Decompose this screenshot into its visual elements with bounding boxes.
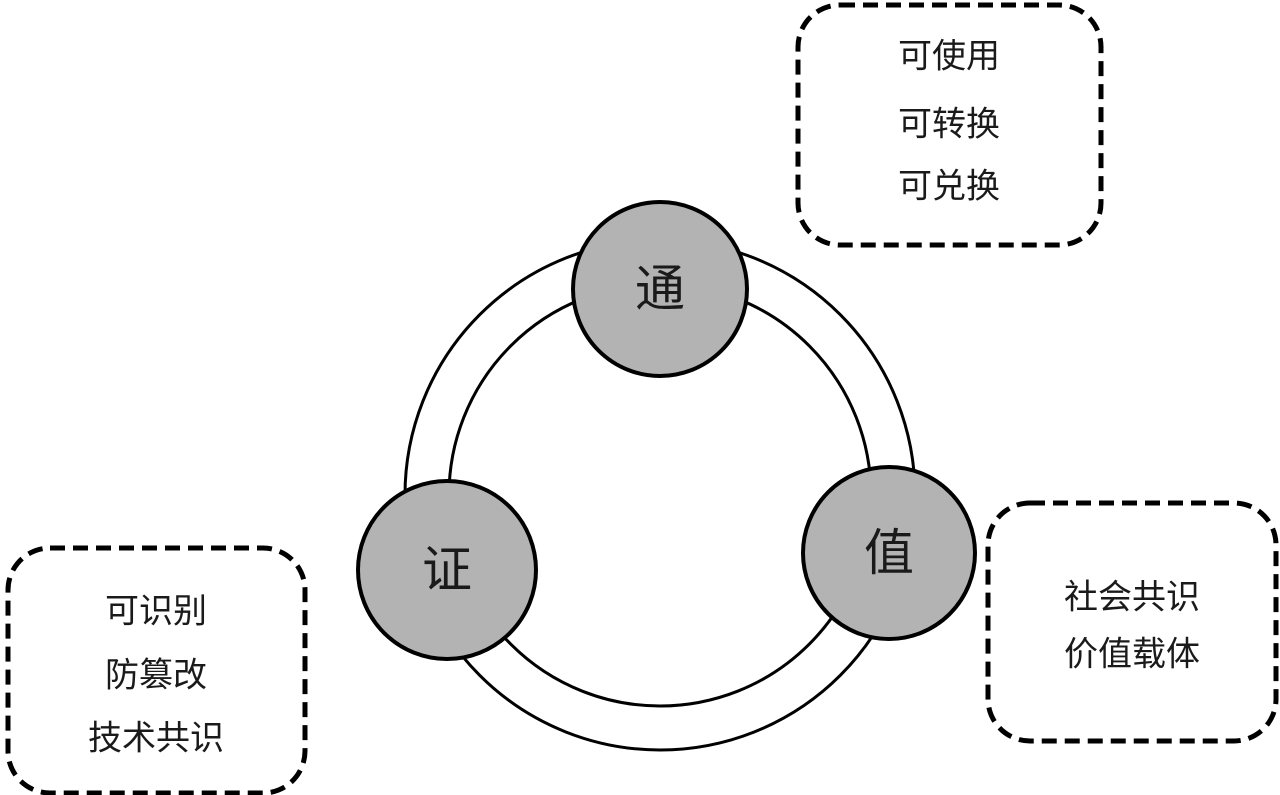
annotation-line: 可转换: [898, 106, 1000, 144]
node-tong-label: 通: [635, 261, 685, 317]
node-tong-circle: [571, 200, 749, 378]
node-zheng-circle: [356, 479, 538, 661]
node-zhi-label: 值: [864, 525, 914, 581]
annotation-box-value: 社会共识 价值载体: [985, 500, 1279, 744]
annotation-line: 技术共识: [88, 720, 224, 758]
annotation-line: 可兑换: [898, 168, 1000, 206]
annotation-box-proof-border: [5, 545, 308, 795]
annotation-line: 可使用: [898, 38, 1000, 76]
node-zhi-circle: [801, 465, 977, 641]
annotation-line: 可识别: [105, 594, 207, 631]
annotation-line: 防篡改: [105, 657, 207, 695]
annotation-line: 社会共识: [1064, 579, 1200, 617]
annotation-box-value-border: [985, 500, 1279, 744]
node-zheng: 证: [356, 479, 538, 661]
annotation-box-usability: 可使用 可转换 可兑换: [795, 2, 1104, 248]
annotation-box-proof: 可识别 防篡改 技术共识: [5, 545, 308, 795]
node-zhi: 值: [801, 465, 977, 641]
node-tong: 通: [571, 200, 749, 378]
node-zheng-label: 证: [422, 542, 472, 598]
annotation-line: 价值载体: [1064, 636, 1200, 674]
